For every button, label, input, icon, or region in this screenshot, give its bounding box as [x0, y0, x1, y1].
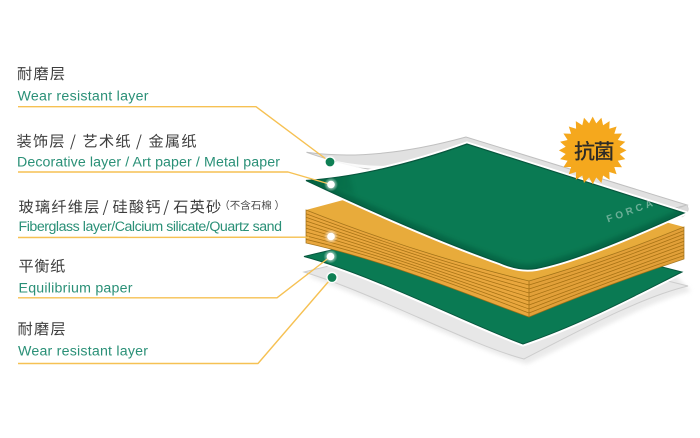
svg-text:Wear resistant layer: Wear resistant layer	[18, 343, 148, 359]
svg-text:Decorative layer / Art paper /: Decorative layer / Art paper / Metal pap…	[17, 154, 280, 170]
svg-text:Wear resistant layer: Wear resistant layer	[18, 89, 149, 105]
svg-text:Fiberglass layer/Calcium silic: Fiberglass layer/Calcium silicate/Quartz…	[19, 219, 283, 235]
svg-text:Equilibrium paper: Equilibrium paper	[19, 280, 133, 296]
